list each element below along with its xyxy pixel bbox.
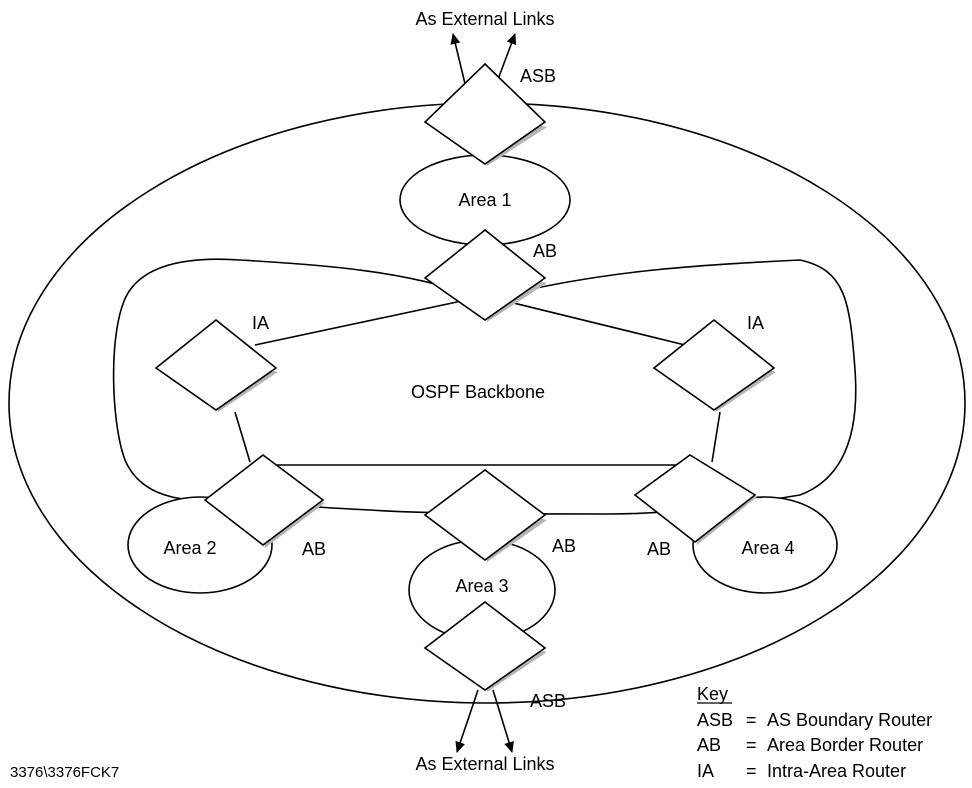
ab-center-shadow (485, 517, 547, 562)
bottom-external-links-label: As External Links (415, 754, 554, 774)
asb-bottom-shadow (485, 649, 547, 692)
link-ia-left-ab-left (234, 411, 251, 463)
asb-bottom-router (423, 600, 547, 691)
ab-center-router (423, 469, 547, 561)
ab-right-label: AB (647, 539, 671, 559)
ab-left-router (203, 453, 325, 547)
area-4-ellipse (692, 496, 838, 594)
key-abbr-asb: ASB (697, 710, 733, 730)
ab-top-shadow (485, 280, 547, 322)
ab-top-label: AB (533, 241, 557, 261)
key-title: Key (697, 684, 728, 704)
external-link-arrow-bottom-right (492, 689, 514, 753)
ab-right-shadow (695, 494, 757, 545)
key-meaning-ia: Intra-Area Router (767, 761, 906, 781)
figure-id-label: 3376\3376FCK7 (10, 764, 119, 781)
key-abbr-ab: AB (697, 735, 721, 755)
asb-bottom-label: ASB (530, 691, 566, 711)
ospf-backbone-label: OSPF Backbone (411, 382, 545, 402)
ab-left-shadow (263, 500, 325, 548)
ia-left-label: IA (252, 313, 269, 333)
ia-right-label: IA (747, 313, 764, 333)
area-2-label: Area 2 (163, 538, 216, 558)
area-4-label: Area 4 (741, 538, 794, 558)
area-3-label: Area 3 (455, 576, 508, 596)
ia-left-shadow (216, 369, 278, 412)
link-ab-top-ia-left (254, 295, 486, 346)
ab-right-router (633, 454, 757, 544)
asb-top-router (423, 62, 547, 165)
external-link-arrow-bottom-left (455, 689, 479, 753)
key-meaning-ab: Area Border Router (767, 735, 923, 755)
backbone-region (112, 258, 857, 515)
external-link-arrow-top-left (450, 33, 468, 93)
key-legend: Key ASB = AS Boundary Router AB = Area B… (697, 684, 932, 781)
asb-top-shadow (485, 124, 547, 166)
link-ab-top-ia-right (484, 295, 686, 346)
ab-left-label: AB (302, 539, 326, 559)
key-eq-ab: = (746, 735, 757, 755)
ia-right-shadow (714, 369, 776, 412)
ab-top-router (423, 228, 547, 321)
ab-center-label: AB (552, 536, 576, 556)
external-link-arrow-top-right (496, 33, 517, 83)
key-eq-asb: = (746, 710, 757, 730)
asb-top-label: ASB (520, 66, 556, 86)
key-meaning-asb: AS Boundary Router (767, 710, 932, 730)
area-1-label: Area 1 (458, 190, 511, 210)
ia-right-router (652, 318, 776, 411)
ia-left-router (154, 318, 278, 411)
key-eq-ia: = (746, 761, 757, 781)
key-abbr-ia: IA (697, 761, 714, 781)
top-external-links-label: As External Links (415, 9, 554, 29)
link-ia-right-ab-right (711, 411, 721, 463)
